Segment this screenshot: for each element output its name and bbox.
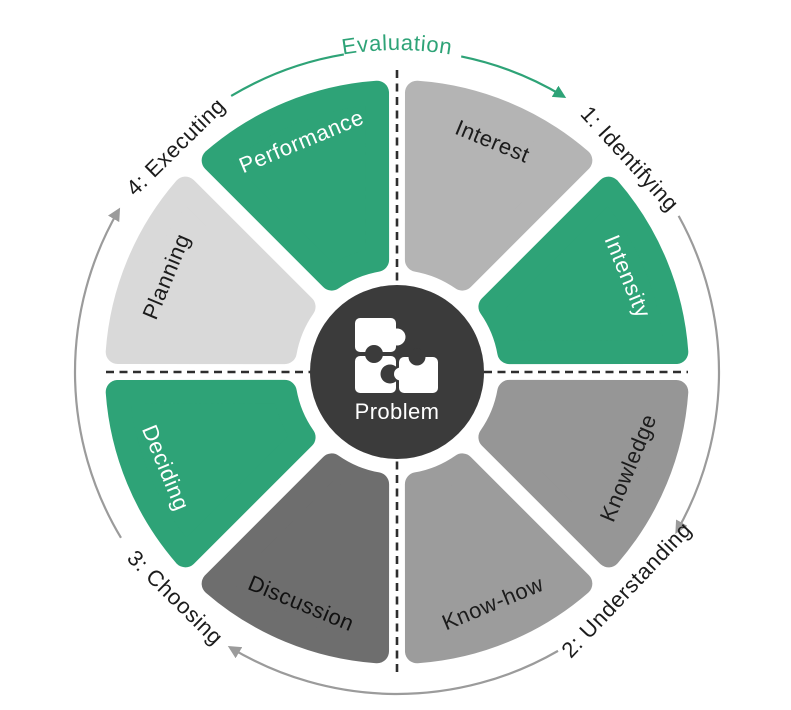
segment-planning xyxy=(105,176,316,365)
segment-interest xyxy=(404,80,593,291)
flow-arrow-eval-right xyxy=(460,55,567,98)
segment-discussion xyxy=(201,453,390,664)
evaluation-label: Evaluation xyxy=(340,30,454,60)
segment-performance xyxy=(201,80,390,291)
problem-label: Problem xyxy=(355,399,440,424)
segment-knowledge xyxy=(478,379,689,568)
flow-arrow-right xyxy=(675,215,721,534)
flow-arrow-bottom xyxy=(227,646,559,696)
flow-arrow-left xyxy=(73,207,122,539)
puzzle-icon xyxy=(355,318,438,393)
segment-deciding xyxy=(105,379,316,568)
segment-know-how xyxy=(404,453,593,664)
segment-intensity xyxy=(478,176,689,365)
flow-arrow-eval-left xyxy=(230,53,345,97)
